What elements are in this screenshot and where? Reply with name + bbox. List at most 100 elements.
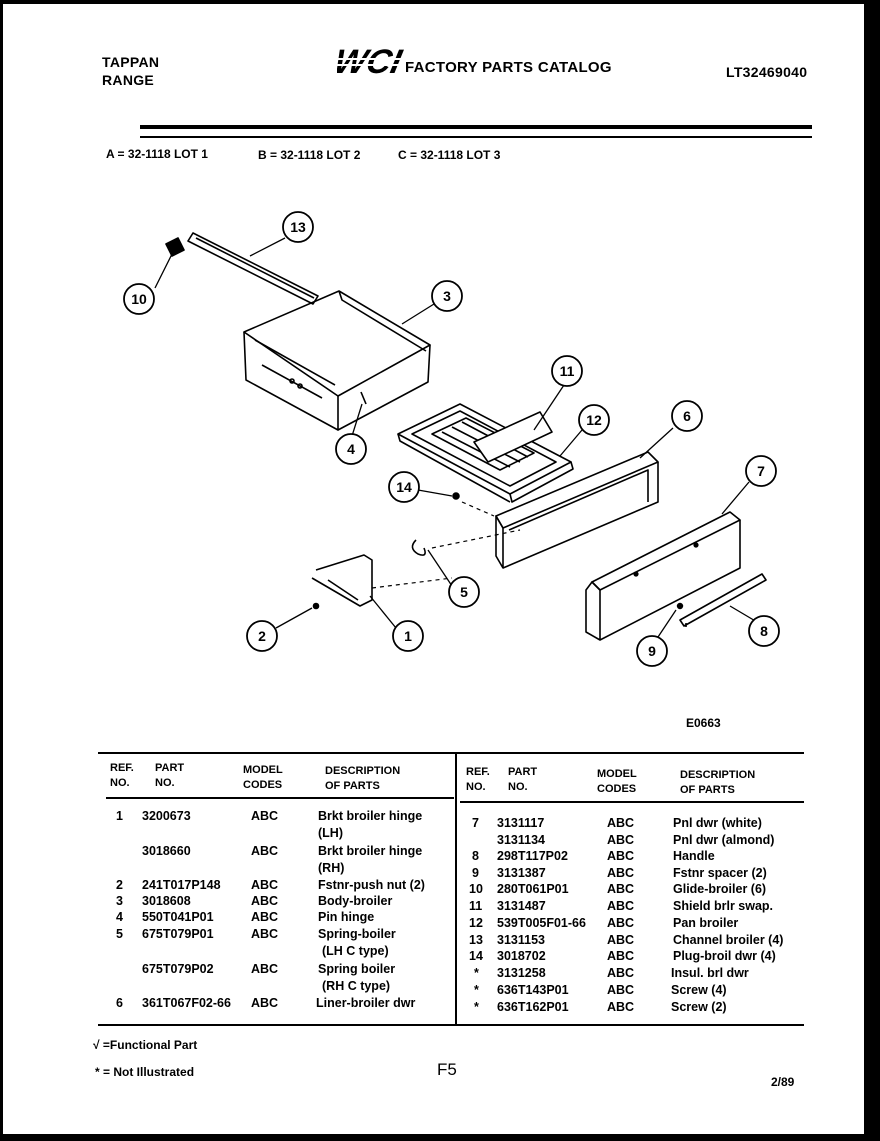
svg-text:6: 6 [683, 408, 691, 424]
part-header-line2: NO. [508, 781, 528, 793]
table-center-divider [455, 752, 457, 1024]
desc-header-line1: DESCRIPTION [325, 765, 401, 777]
catalog-date: 2/89 [771, 1075, 795, 1089]
callout-2: 2 [246, 620, 278, 652]
part-cell: 3131134 [497, 833, 545, 847]
desc-cell: Glide-broiler (6) [673, 882, 767, 896]
part-cell: 280T061P01 [497, 882, 569, 896]
broiler-liner-part [495, 451, 659, 569]
codes-cell: ABC [607, 983, 635, 997]
ref-cell: * [474, 983, 479, 997]
broiler-pan-part [397, 403, 574, 503]
codes-cell: ABC [251, 844, 279, 858]
part-cell: 3018660 [142, 844, 191, 858]
ref-cell: 3 [116, 894, 123, 908]
desc-cell: Brkt broiler hinge [318, 809, 423, 823]
part-header-line2: NO. [155, 777, 175, 789]
callout-8: 8 [748, 615, 780, 647]
svg-text:7: 7 [757, 463, 765, 479]
desc-cell: Spring boiler [318, 962, 396, 976]
codes-cell: ABC [251, 910, 279, 924]
ref-cell: 11 [469, 899, 483, 913]
desc-header-line2: OF PARTS [680, 784, 735, 796]
pin-hinge-part [360, 391, 367, 405]
ref-cell: 1 [116, 809, 123, 823]
table-header-rule-left [106, 797, 454, 799]
svg-text:1: 1 [404, 628, 412, 644]
desc-cell: Pnl dwr (white) [673, 816, 762, 830]
codes-cell: ABC [607, 949, 635, 963]
desc-cell: Pan broiler [673, 916, 739, 930]
fastener-spacer-part [676, 602, 684, 610]
part-cell: 675T079P02 [142, 962, 214, 976]
callout-7: 7 [745, 455, 777, 487]
callout-14: 14 [388, 471, 420, 503]
part-cell: 539T005F01-66 [497, 916, 586, 930]
callout-10: 10 [123, 283, 155, 315]
scan-border-bottom [0, 1134, 880, 1141]
desc-cell: Insul. brl dwr [671, 966, 749, 980]
broiler-body-part [243, 290, 431, 431]
codes-cell: ABC [607, 833, 635, 847]
codes-cell: ABC [251, 962, 279, 976]
callout-6: 6 [671, 400, 703, 432]
desc-cell: (RH C type) [322, 979, 391, 993]
callout-12: 12 [578, 404, 610, 436]
ref-cell: 8 [472, 849, 479, 863]
svg-text:11: 11 [560, 363, 575, 379]
table-top-rule [98, 752, 804, 754]
part-cell: 361T067F02-66 [142, 996, 231, 1010]
codes-cell: ABC [251, 878, 279, 892]
drawing-code: E0663 [686, 716, 721, 730]
ref-cell: 10 [469, 882, 483, 896]
model-number: LT32469040 [726, 64, 808, 80]
ref-cell: 14 [469, 949, 483, 963]
callout-1: 1 [392, 620, 424, 652]
part-cell: 298T117P02 [497, 849, 568, 863]
ref-cell: * [474, 966, 479, 980]
codes-cell: ABC [607, 933, 635, 947]
header-rule-thin [140, 136, 812, 138]
desc-cell: Pnl dwr (almond) [673, 833, 775, 847]
handle-part [679, 573, 767, 627]
functional-part-note: √ =Functional Part [93, 1038, 198, 1052]
codes-cell: ABC [607, 816, 635, 830]
svg-text:14: 14 [396, 479, 412, 495]
ref-cell: 4 [116, 910, 123, 924]
part-cell: 3131117 [497, 816, 545, 830]
ref-header-line1: REF. [466, 766, 490, 778]
desc-cell: Brkt broiler hinge [318, 844, 423, 858]
codes-cell: ABC [607, 849, 635, 863]
part-header-line1: PART [155, 762, 185, 774]
exploded-parts-diagram: 13 10 3 4 11 12 6 7 14 5 1 2 8 9 [123, 211, 780, 667]
catalog-title: FACTORY PARTS CATALOG [405, 59, 612, 76]
lot-c: C = 32-1118 LOT 3 [398, 148, 501, 162]
part-cell: 3131387 [497, 866, 546, 880]
codes-cell: ABC [251, 927, 279, 941]
part-cell: 636T162P01 [497, 1000, 569, 1014]
desc-cell: (LH) [318, 826, 343, 840]
left-ref-header: REF. NO. [110, 761, 134, 791]
callout-5: 5 [448, 576, 480, 608]
model-header-line1: MODEL [597, 768, 637, 780]
right-ref-header: REF. NO. [466, 765, 490, 795]
svg-text:13: 13 [290, 219, 306, 235]
codes-cell: ABC [607, 1000, 635, 1014]
desc-cell: Plug-broil dwr (4) [673, 949, 776, 963]
hinge-bracket-part [311, 554, 373, 607]
codes-cell: ABC [607, 882, 635, 896]
ref-header-line2: NO. [110, 777, 130, 789]
desc-cell: Handle [673, 849, 715, 863]
lot-a: A = 32-1118 LOT 1 [106, 147, 208, 161]
svg-text:10: 10 [131, 291, 147, 307]
svg-text:9: 9 [648, 643, 656, 659]
desc-cell: Fstnr-push nut (2) [318, 878, 425, 892]
part-cell: 3018702 [497, 949, 546, 963]
ref-cell: 12 [469, 916, 483, 930]
desc-cell: (LH C type) [322, 944, 389, 958]
plug-broiler-part [452, 492, 460, 500]
right-desc-header: DESCRIPTION OF PARTS [680, 768, 755, 798]
desc-cell: Pin hinge [318, 910, 375, 924]
part-cell: 636T143P01 [497, 983, 569, 997]
